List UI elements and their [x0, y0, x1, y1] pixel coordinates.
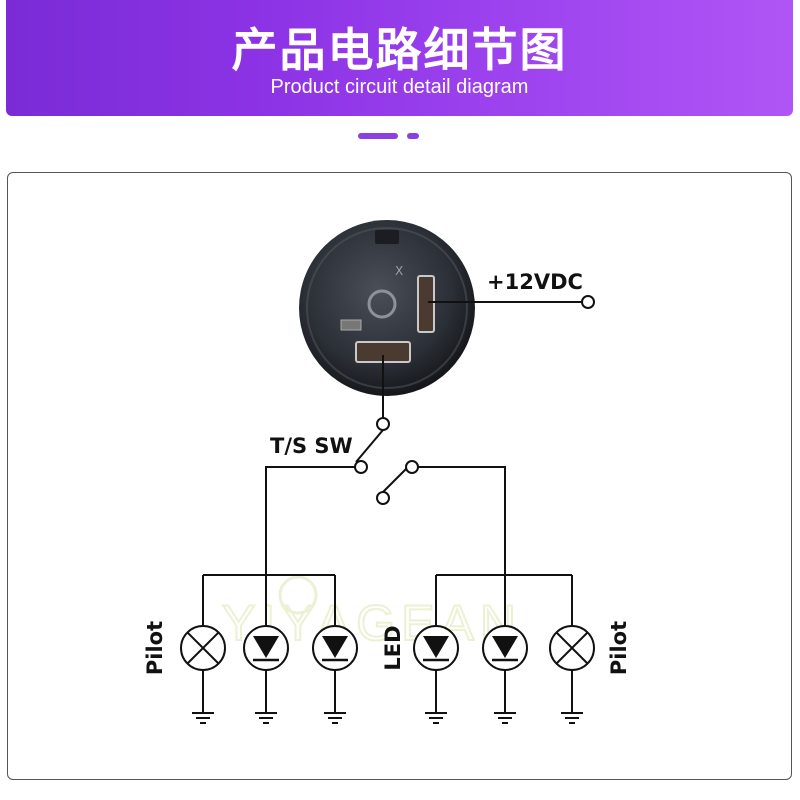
right-lamp-label: Pilot	[607, 621, 631, 675]
divider-bar-short	[407, 133, 419, 139]
left-lamp-label: Pilot	[143, 621, 167, 675]
terminal-switch-left	[354, 460, 368, 474]
ground-icon	[324, 712, 346, 724]
terminal-switch-right	[405, 460, 419, 474]
page-title: 产品电路细节图	[231, 23, 568, 77]
diode-icon	[413, 625, 459, 671]
ground-icon	[192, 712, 214, 724]
svg-text:X: X	[395, 264, 403, 278]
wiring	[202, 301, 582, 712]
diode-icon	[243, 625, 289, 671]
header-banner: 产品电路细节图 Product circuit detail diagram	[6, 0, 793, 116]
divider-bar-long	[358, 133, 398, 139]
diode-icon	[312, 625, 358, 671]
diode-icon	[482, 625, 528, 671]
terminal-supply	[581, 295, 595, 309]
terminal-switch-common	[376, 491, 390, 505]
terminal-icon	[354, 295, 595, 505]
lamp-icon	[549, 625, 595, 671]
ground-icon	[425, 712, 447, 724]
ground-icon	[255, 712, 277, 724]
supply-label: +12VDC	[487, 270, 583, 294]
switch-label: T/S SW	[270, 434, 353, 458]
ground-icon	[494, 712, 516, 724]
ground-icon	[561, 712, 583, 724]
led-label: LED	[381, 625, 405, 670]
lamp-icon	[180, 625, 226, 671]
page-subtitle: Product circuit detail diagram	[270, 76, 529, 98]
flasher-relay-icon: X	[299, 220, 475, 396]
diagram-frame	[7, 172, 792, 780]
terminal-relay-out	[376, 417, 390, 431]
